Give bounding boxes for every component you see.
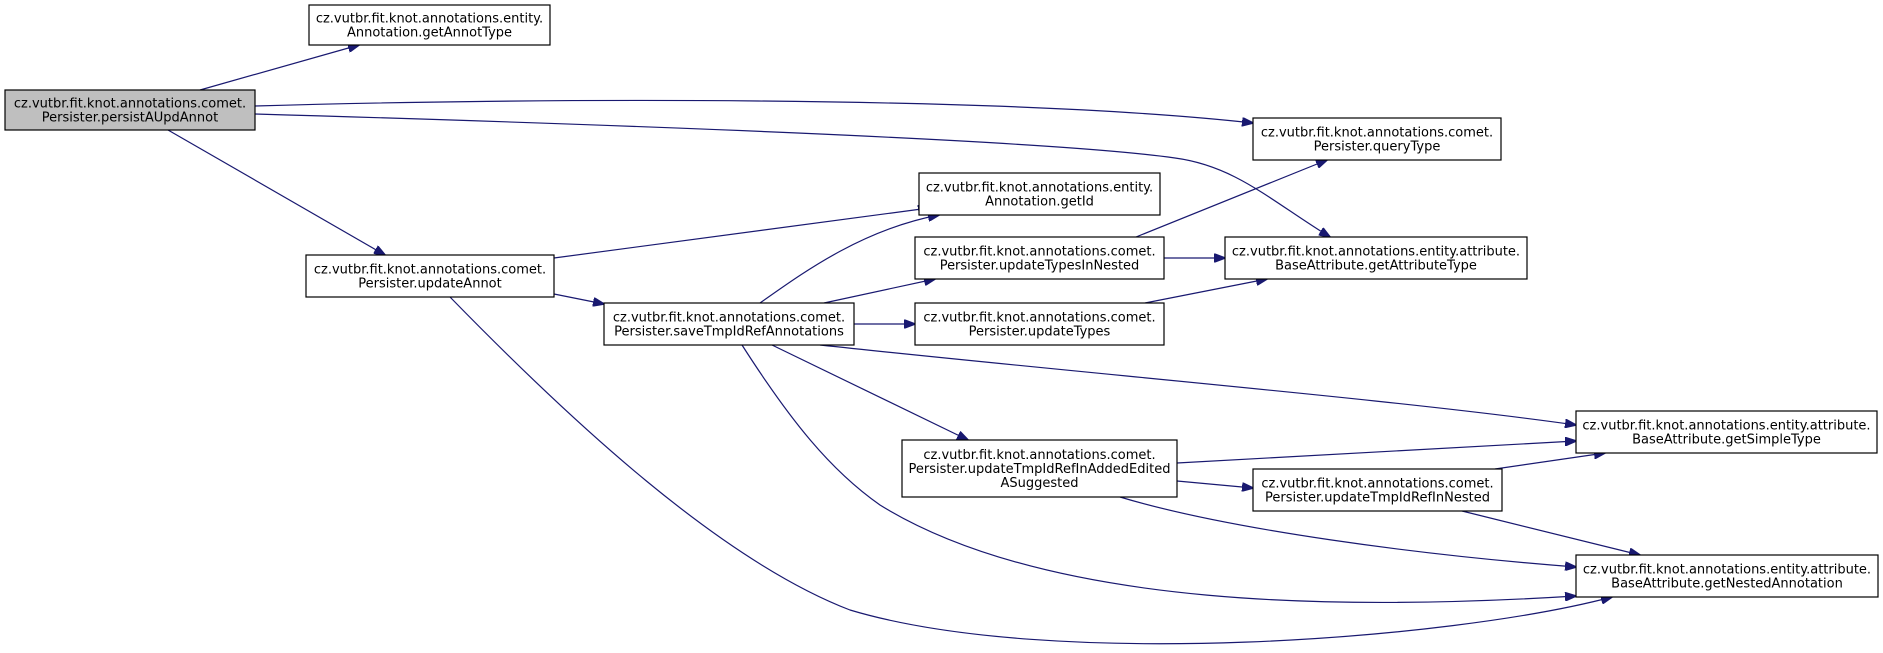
node-getId[interactable]: cz.vutbr.fit.knot.annotations.entity.Ann… [918,172,1161,216]
node-box[interactable] [603,302,855,346]
node-saveTmpIdRefAnnotations[interactable]: cz.vutbr.fit.knot.annotations.comet.Pers… [603,302,855,346]
edge-updateTmpIdRefInAddedEditedASuggested-to-getSimpleType [1176,441,1576,464]
node-label-line: Persister.updateTmpIdRefInNested [1265,491,1490,506]
edge-updateTmpIdRefInAddedEditedASuggested-to-getNestedAnnotation [1119,496,1576,567]
node-box[interactable] [1252,468,1503,512]
node-label-line: cz.vutbr.fit.knot.annotations.comet. [1261,477,1493,492]
node-getSimpleType[interactable]: cz.vutbr.fit.knot.annotations.entity.att… [1575,410,1878,454]
node-getAnnotType[interactable]: cz.vutbr.fit.knot.annotations.entity.Ann… [308,4,551,46]
node-box[interactable] [1575,410,1878,454]
node-box[interactable] [305,254,555,298]
edge-saveTmpIdRefAnnotations-to-getSimpleType [819,344,1576,425]
edge-saveTmpIdRefAnnotations-to-getId [759,215,939,304]
node-box[interactable] [1252,117,1502,161]
node-getNestedAnnotation[interactable]: cz.vutbr.fit.knot.annotations.entity.att… [1575,554,1879,598]
node-updateTypesInNested[interactable]: cz.vutbr.fit.knot.annotations.comet.Pers… [914,236,1165,280]
node-label-line: cz.vutbr.fit.knot.annotations.comet. [613,311,845,326]
node-label-line: cz.vutbr.fit.knot.annotations.comet. [314,263,546,278]
node-box[interactable] [914,236,1165,280]
node-box[interactable] [308,4,551,46]
edge-updateAnnot-to-getNestedAnnotation [449,296,1612,645]
node-box[interactable] [914,302,1165,346]
edge-updateAnnot-to-getId [553,208,929,259]
node-label-line: cz.vutbr.fit.knot.annotations.comet. [1261,126,1493,141]
node-queryType[interactable]: cz.vutbr.fit.knot.annotations.comet.Pers… [1252,117,1502,161]
node-updateTmpIdRefInAddedEditedASuggested[interactable]: cz.vutbr.fit.knot.annotations.comet.Pers… [901,439,1178,498]
edge-persistAUpdAnnot-to-getAnnotType [199,45,359,91]
node-label-line: Persister.queryType [1314,140,1441,155]
node-box[interactable] [918,172,1161,216]
node-label-line: cz.vutbr.fit.knot.annotations.entity. [316,12,543,27]
node-box[interactable] [1224,236,1528,280]
edge-updateTypes-to-getAttributeType [1144,279,1267,304]
node-updateAnnot[interactable]: cz.vutbr.fit.knot.annotations.comet.Pers… [305,254,555,298]
node-label-line: cz.vutbr.fit.knot.annotations.comet. [923,311,1155,326]
node-label-line: Persister.updateTmpIdRefInAddedEdited [909,462,1171,477]
edge-updateTmpIdRefInNested-to-getNestedAnnotation [1461,510,1640,555]
node-label-line: Persister.updateTypesInNested [940,259,1140,274]
node-label-line: Persister.persistAUpdAnnot [42,111,218,126]
node-label-line: cz.vutbr.fit.knot.annotations.entity.att… [1232,245,1520,260]
node-updateTmpIdRefInNested[interactable]: cz.vutbr.fit.knot.annotations.comet.Pers… [1252,468,1503,512]
edge-saveTmpIdRefAnnotations-to-updateTmpIdRefInAddedEditedASuggested [771,344,968,440]
edge-updateTmpIdRefInNested-to-getSimpleType [1494,453,1605,470]
node-box[interactable] [1575,554,1879,598]
node-label-line: Annotation.getId [985,195,1094,210]
node-label-line: cz.vutbr.fit.knot.annotations.comet. [923,448,1155,463]
node-label-line: BaseAttribute.getAttributeType [1275,259,1477,274]
node-label-line: Persister.updateAnnot [358,277,501,292]
node-label-line: cz.vutbr.fit.knot.annotations.entity. [926,181,1153,196]
edge-persistAUpdAnnot-to-queryType [254,99,1253,123]
edge-updateAnnot-to-saveTmpIdRefAnnotations [553,293,604,304]
edge-updateTmpIdRefInAddedEditedASuggested-to-updateTmpIdRefInNested [1176,480,1253,488]
node-label-line: Annotation.getAnnotType [347,26,512,41]
node-persistAUpdAnnot[interactable]: cz.vutbr.fit.knot.annotations.comet.Pers… [4,89,256,131]
edge-saveTmpIdRefAnnotations-to-getNestedAnnotation [741,344,1576,604]
node-box[interactable] [901,439,1178,498]
edge-persistAUpdAnnot-to-updateAnnot [167,129,385,255]
edge-updateTypesInNested-to-queryType [1135,160,1327,238]
node-label-line: Persister.updateTypes [969,325,1111,340]
node-label-line: BaseAttribute.getSimpleType [1632,433,1821,448]
node-getAttributeType[interactable]: cz.vutbr.fit.knot.annotations.entity.att… [1224,236,1528,280]
node-label-line: ASuggested [1000,476,1078,491]
node-label-line: cz.vutbr.fit.knot.annotations.entity.att… [1582,419,1870,434]
node-updateTypes[interactable]: cz.vutbr.fit.knot.annotations.comet.Pers… [914,302,1165,346]
node-label-line: BaseAttribute.getNestedAnnotation [1611,577,1843,592]
node-label-line: cz.vutbr.fit.knot.annotations.comet. [14,97,246,112]
edge-persistAUpdAnnot-to-getAttributeType [254,113,1330,237]
node-label-line: cz.vutbr.fit.knot.annotations.entity.att… [1583,563,1871,578]
node-box[interactable] [4,89,256,131]
edge-saveTmpIdRefAnnotations-to-updateTypesInNested [823,279,935,304]
node-label-line: cz.vutbr.fit.knot.annotations.comet. [923,245,1155,260]
node-label-line: Persister.saveTmpIdRefAnnotations [614,325,844,340]
